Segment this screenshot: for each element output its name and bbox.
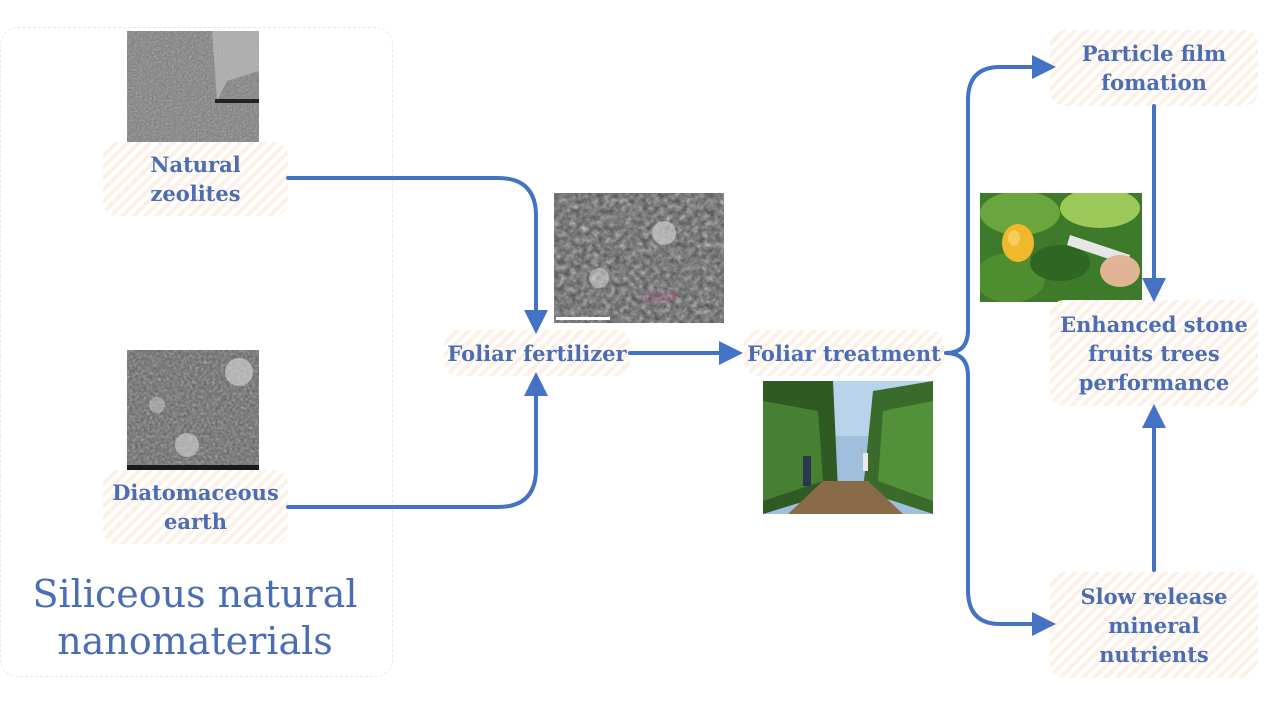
zeolites-to-fertilizer-arrow <box>288 178 536 322</box>
treatment-to-slow-release-arrow <box>946 353 1044 624</box>
treatment-brace <box>946 67 1044 353</box>
diatomaceous-to-fertilizer-arrow <box>288 384 536 507</box>
